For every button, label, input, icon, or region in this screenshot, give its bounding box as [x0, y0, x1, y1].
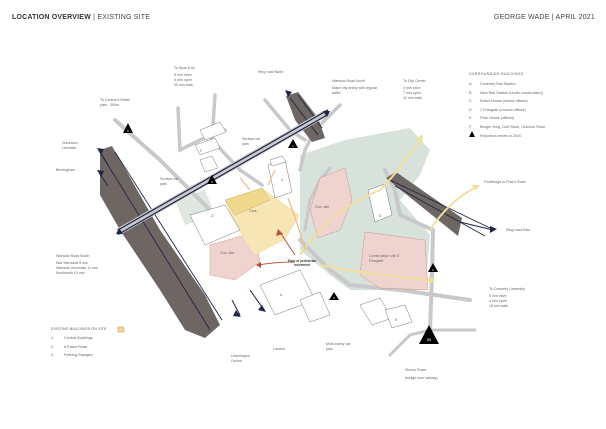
railyard-east	[386, 172, 462, 236]
svg-text:5: 5	[211, 180, 213, 184]
con-site-d	[359, 231, 429, 291]
crime-marker-3: 3	[329, 292, 339, 300]
crime-marker-2: 2	[428, 263, 438, 272]
site-buildings	[224, 187, 271, 216]
legend-item: F.Burger King, Golf Store, Outdoor Store	[469, 124, 546, 129]
svg-text:2: 2	[432, 268, 434, 272]
label-building-f: F	[200, 149, 203, 153]
existing-title: EXISTING BUILDINGS ON SITE	[51, 327, 107, 331]
existing-site-swatch	[117, 326, 125, 333]
label-ring-north: Ring road North	[258, 70, 284, 74]
label-stoney-road: Stoney Road(bridge over railway)	[405, 368, 438, 380]
svg-text:55: 55	[427, 337, 432, 342]
svg-text:3: 3	[333, 296, 335, 300]
date: APRIL 2021	[555, 14, 595, 21]
roads	[113, 93, 477, 357]
rail-viaduct	[116, 108, 330, 236]
legend-item: C.Eaton House (mixed offices)	[469, 99, 528, 104]
direction-lines	[99, 151, 494, 316]
rail-tracks	[102, 94, 491, 331]
railyard-north	[286, 92, 325, 142]
legend-item: E.Park House (offices)	[469, 116, 515, 121]
surrounding-buildings-legend: SURROUNDING BUILDINGS A.Coventry Rail St…	[469, 72, 545, 140]
crime-marker-55: 55	[419, 325, 439, 344]
legend-crime-icon	[469, 131, 475, 137]
arrow-heads	[97, 90, 497, 317]
svg-text:1: 1	[292, 144, 294, 148]
orange-routes	[239, 169, 306, 251]
buildings	[189, 121, 413, 329]
crime-marker-1: 1	[288, 139, 298, 148]
yellow-arrow-heads	[416, 134, 480, 284]
crime-markers: 6 5 1 3 2 55	[123, 123, 475, 344]
label-con-site: Con. site	[315, 205, 330, 209]
separator: |	[551, 14, 554, 21]
railyard-west	[100, 146, 220, 338]
legend-item-crimes: Reported crimes in 2020	[480, 133, 522, 138]
svg-text:6: 6	[127, 129, 129, 133]
legend-title: SURROUNDING BUILDINGS	[469, 72, 524, 76]
author-date: GEORGE WADE | APRIL 2021	[494, 14, 595, 21]
title-main: LOCATION OVERVIEW	[12, 14, 91, 21]
label-con-site: Con. site	[220, 251, 235, 255]
label-birmingham: Birmingham	[56, 168, 76, 172]
label-ring-east: Ring road East	[506, 228, 530, 232]
con-site-west	[209, 231, 261, 281]
legend-item: D.1 Friargate (council offices)	[469, 107, 526, 112]
label-footbridge: Footbridge to Friar's Road	[484, 180, 526, 184]
label-building-a: A	[280, 293, 283, 297]
pedestrian-routes	[299, 139, 476, 281]
legend-item: A.Coventry Rail Station	[469, 82, 516, 86]
label-building-c: C	[281, 178, 284, 182]
label-building-d: D	[211, 214, 214, 218]
crime-marker-5: 5	[207, 175, 217, 184]
label-building-e: E	[395, 318, 398, 322]
title-sub: EXISTING SITE	[97, 14, 151, 21]
author: GEORGE WADE	[493, 14, 550, 21]
separator: |	[93, 14, 96, 21]
label-cars: Cars	[249, 209, 257, 213]
crime-marker-6: 6	[123, 123, 133, 133]
page-title: LOCATION OVERVIEW | EXISTING SITE	[12, 14, 150, 21]
existing-buildings-legend: EXISTING BUILDINGS ON SITE 1.Central Bui…	[51, 327, 107, 360]
label-building-d: D	[379, 214, 382, 218]
existing-item: 3.Parking Garages	[51, 353, 93, 358]
existing-item: 2.8 Eaton Road	[51, 344, 88, 349]
existing-item: 1.Central Buildings	[51, 336, 93, 340]
label-nuneaton: Nuneaton,Leicester	[62, 141, 79, 150]
legend-item: B.New Rail Station (under construction)	[469, 90, 543, 95]
label-leamington: Leamington,Oxford	[231, 354, 251, 363]
con-site-north	[309, 167, 353, 239]
label-london: London	[273, 347, 285, 351]
